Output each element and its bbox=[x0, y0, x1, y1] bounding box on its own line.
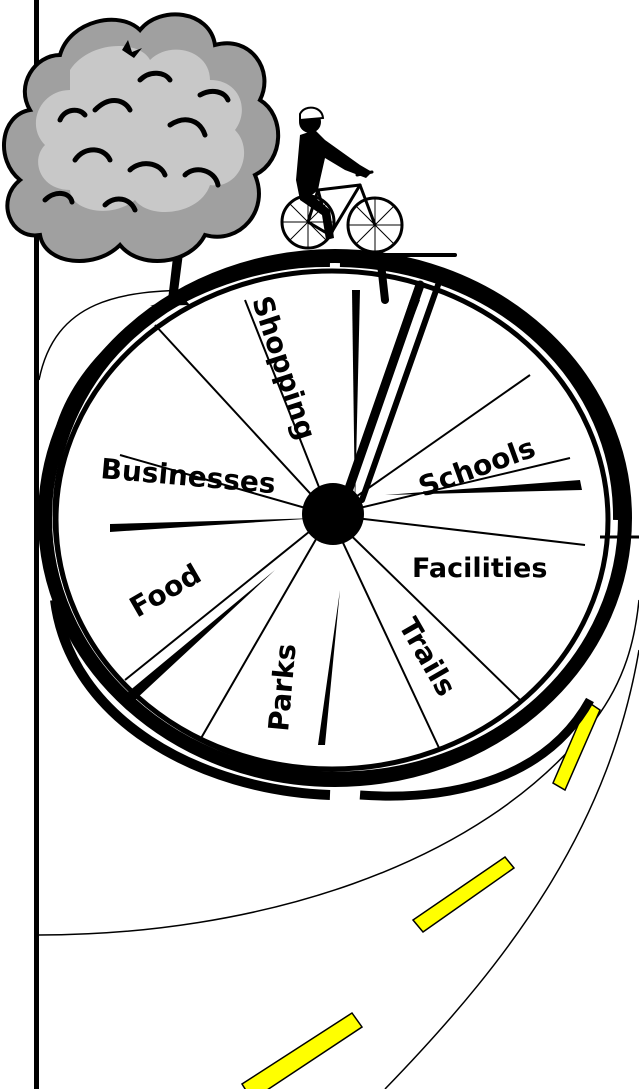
tree-icon bbox=[4, 14, 278, 306]
label-parks: Parks bbox=[262, 642, 303, 732]
label-businesses: Businesses bbox=[99, 452, 277, 500]
label-shopping: Shopping bbox=[245, 292, 322, 444]
road-dash-3 bbox=[242, 1013, 362, 1089]
label-trails: Trails bbox=[392, 612, 463, 702]
cyclist-icon bbox=[282, 108, 402, 252]
label-food: Food bbox=[124, 557, 207, 624]
bicycle-wheel-icon bbox=[45, 255, 639, 796]
road-dash-2 bbox=[413, 857, 514, 932]
wheel-hub bbox=[302, 483, 364, 545]
road-dashes bbox=[242, 702, 600, 1089]
label-facilities: Facilities bbox=[412, 553, 547, 584]
